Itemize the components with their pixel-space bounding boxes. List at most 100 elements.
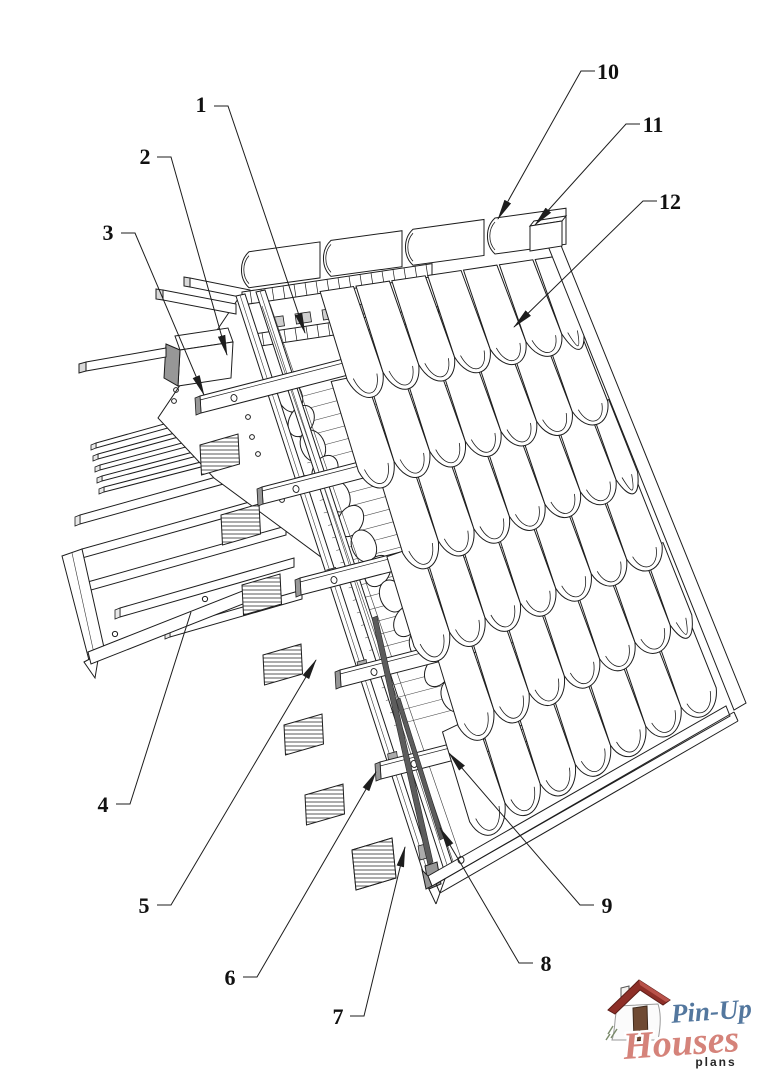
callout-label: 9	[602, 893, 613, 918]
lath-tick	[283, 329, 287, 343]
screw-mark	[292, 485, 300, 493]
roof-tile-rim	[569, 661, 595, 685]
screw-mark	[330, 576, 338, 584]
lath-tick	[305, 326, 309, 340]
lath-tick	[304, 282, 308, 296]
sheathing-board-end	[90, 442, 97, 451]
left-batten-end	[114, 607, 121, 620]
roof-tile-rim	[525, 590, 551, 613]
side-purlin	[78, 347, 167, 374]
tile-batten-end	[294, 577, 302, 598]
roof-tile-rim	[567, 330, 580, 347]
roof-tile-rim	[640, 628, 666, 650]
roof-tile-rim	[550, 493, 576, 514]
ridge-tile	[241, 241, 321, 289]
leader-line	[448, 752, 594, 906]
callout-label: 11	[643, 112, 664, 137]
roof-tile-rim	[460, 350, 485, 370]
roof-tile-rim	[455, 619, 480, 643]
roof-tile-rim	[515, 506, 540, 527]
logo-tagline: plans	[695, 1055, 736, 1069]
callout-label: 10	[597, 59, 619, 84]
roof-tile-rim	[419, 634, 445, 658]
roof-tile-rim	[490, 605, 516, 628]
roof-tile-rim	[651, 710, 676, 733]
roof-tile-field	[319, 256, 717, 836]
purlin-end	[163, 327, 234, 387]
ridge-tile-rim	[325, 244, 332, 273]
callout-7: 7	[333, 846, 406, 1029]
roof-tile-rim	[499, 695, 524, 719]
roof-tile	[588, 398, 639, 495]
batten-section-block	[262, 643, 304, 686]
roof-tile-rim	[605, 644, 630, 667]
callout-label: 5	[139, 893, 150, 918]
batten-section-block	[199, 433, 241, 476]
tile-batten-end	[374, 761, 382, 782]
callout-label: 12	[659, 189, 681, 214]
callout-9: 9	[448, 752, 613, 918]
leader-line	[534, 123, 640, 226]
roof-tile-rim	[580, 748, 606, 772]
roof-tile-rim	[542, 413, 568, 432]
callout-label: 4	[98, 792, 109, 817]
lath-tick	[327, 322, 331, 337]
batten-section-blocks	[199, 433, 346, 826]
lath-tick	[271, 287, 275, 301]
callout-label: 3	[103, 220, 114, 245]
roof-tile-rim	[408, 542, 434, 565]
roof-tile-rim	[577, 403, 603, 422]
batten-section-block	[241, 573, 283, 616]
lath-tick	[261, 332, 265, 346]
callout-label: 6	[225, 965, 236, 990]
tile-batten-end	[334, 669, 342, 690]
roof-tile-rim	[531, 335, 557, 353]
lath-tick	[316, 324, 320, 338]
roof-tile	[653, 614, 717, 718]
leader-line	[439, 827, 533, 964]
roof-tile-rim	[364, 462, 389, 484]
screw-mark	[230, 394, 238, 402]
leader-line	[243, 771, 377, 978]
lath-tick	[293, 284, 297, 298]
roof-tile-rim	[463, 712, 489, 736]
ridge-tile	[405, 218, 485, 266]
ridge-tile-rim	[489, 221, 496, 251]
leader-line	[157, 156, 228, 356]
roof-tile-rim	[443, 530, 469, 552]
sheathing-board-end	[98, 486, 105, 495]
callout-label: 8	[541, 951, 552, 976]
roof-tile-rim	[586, 481, 611, 502]
callout-label: 2	[140, 144, 151, 169]
roof-tile-rim	[616, 729, 641, 753]
roof-tile-rim	[399, 452, 425, 474]
batten-section-block	[304, 783, 346, 826]
callout-3: 3	[103, 220, 205, 396]
callout-label: 1	[196, 92, 207, 117]
sheathing-board-end	[92, 453, 99, 462]
roof-tile-rim	[352, 373, 378, 394]
callout-11: 11	[534, 112, 664, 226]
roof-tile-rim	[596, 561, 622, 583]
callout-6: 6	[225, 771, 377, 990]
roof-tile	[599, 471, 663, 572]
callout-label: 7	[333, 1004, 344, 1029]
ridge-tile-rim	[243, 255, 250, 284]
left-batten-end	[74, 514, 81, 527]
roof-tile-rim	[675, 617, 688, 635]
sheathing-board-end	[94, 464, 101, 473]
logo: Pin-Up Houses plans	[605, 979, 755, 1071]
sheathing-board-end	[96, 475, 103, 484]
leader-line	[513, 200, 657, 328]
callout-1: 1	[196, 92, 306, 334]
screw-mark	[370, 668, 378, 676]
ridge-tile-rim	[407, 232, 414, 262]
leader-line	[116, 611, 192, 805]
callout-12: 12	[513, 189, 681, 328]
roof-tile-rim	[621, 474, 634, 491]
lath-tick	[282, 285, 286, 299]
roof-tile-rim	[479, 518, 505, 540]
